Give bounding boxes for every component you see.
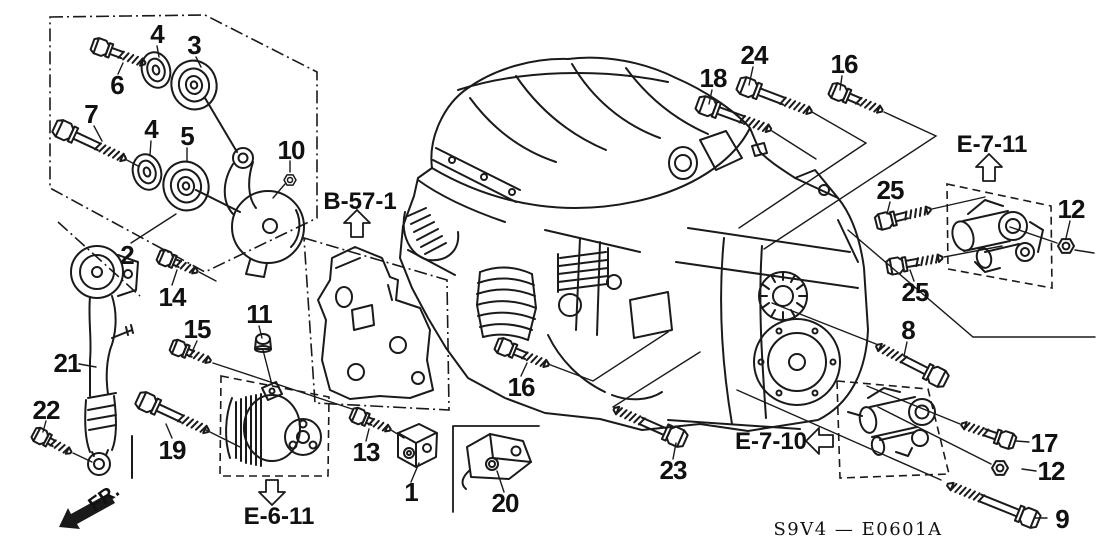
bolt-6 [88,35,149,72]
bracket-b-57-1 [317,246,434,400]
callout-25b: 25 [901,277,930,307]
bolt-19 [133,389,214,441]
callout-12b: 12 [1037,456,1066,486]
callout-18: 18 [699,63,728,93]
fr-arrow-icon [59,493,115,529]
e-7-10-arrow-left-icon [805,427,834,455]
callout-17: 17 [1030,428,1059,458]
bolt-14 [154,247,202,280]
callout-25a: 25 [876,175,905,205]
e-7-10-starter-box [836,380,951,479]
nut-12-lower [991,460,1009,476]
idler-pulley-3 [165,54,223,116]
tensioner-group-boundary [49,14,318,273]
callout-7: 7 [84,99,99,129]
washer-4a [136,47,176,93]
bolt-13 [347,405,395,438]
bolt-18 [693,93,775,140]
mount-bracket-20 [461,433,532,490]
bolt-8 [871,336,952,391]
ref-code-e-7-11: E-7-11 [956,131,1028,158]
bolt-24 [734,74,816,122]
starter-upper [951,199,1044,273]
callout-6: 6 [110,70,125,100]
e-7-11-starter-box [946,183,1053,289]
bolt-22 [29,425,76,461]
bolt-25-lower [884,248,945,277]
idler-pulley-5 [157,155,215,217]
bolt-25-upper [873,200,934,232]
callout-10: 10 [277,135,306,165]
callout-11: 11 [246,299,272,329]
nut-12-upper [1057,238,1075,254]
e-6-11-alternator-box [219,375,330,477]
callout-22: 22 [32,395,61,425]
boundary-extension-line [57,221,141,297]
ref-code-e-7-10: E-7-10 [734,428,808,455]
callout-9: 9 [1055,504,1070,534]
callout-8: 8 [901,315,916,345]
callout-23: 23 [659,455,688,485]
mount-bracket-1 [397,423,438,468]
bolt-16-center [492,335,553,374]
nut-11 [254,333,272,353]
callout-13: 13 [352,437,381,467]
callout-21: 21 [53,348,82,378]
callout-4b: 4 [144,114,159,144]
callout-19: 19 [158,435,187,465]
callout-16a: 16 [507,372,536,402]
ref-code-b-57-1: B-57-1 [323,188,397,215]
alternator [225,381,322,467]
b-57-1-box [303,236,450,411]
engine-transmission-assembly [399,56,869,432]
callout-1: 1 [404,477,419,507]
callout-4a: 4 [150,19,165,49]
ref-code-e-6-11: E-6-11 [243,503,315,530]
callout-2: 2 [120,240,135,270]
callout-3: 3 [187,30,202,60]
tensioner-assembly-21 [70,245,139,479]
bolt-17 [958,415,1019,452]
diagram-code: S9V4 — E0601A [773,519,943,540]
callout-16b: 16 [830,49,859,79]
callout-15: 15 [183,314,212,344]
callout-5: 5 [180,121,195,151]
b-57-1-arrow-up-icon [343,209,371,238]
callout-12a: 12 [1057,194,1086,224]
starter-lower [847,387,936,457]
e-7-11-arrow-up-icon [975,153,1003,182]
e-6-11-arrow-down-icon [258,479,286,506]
bolt-9 [943,475,1043,531]
nut-10 [283,174,297,186]
washer-4b [127,149,167,195]
callout-24: 24 [740,40,769,70]
auto-tensioner-body [195,97,305,278]
bolt-16-top [826,80,887,120]
callout-14: 14 [158,282,187,312]
bracket-corner-mark [452,425,540,513]
callout-20: 20 [491,488,520,518]
leader-lines [42,45,1096,519]
